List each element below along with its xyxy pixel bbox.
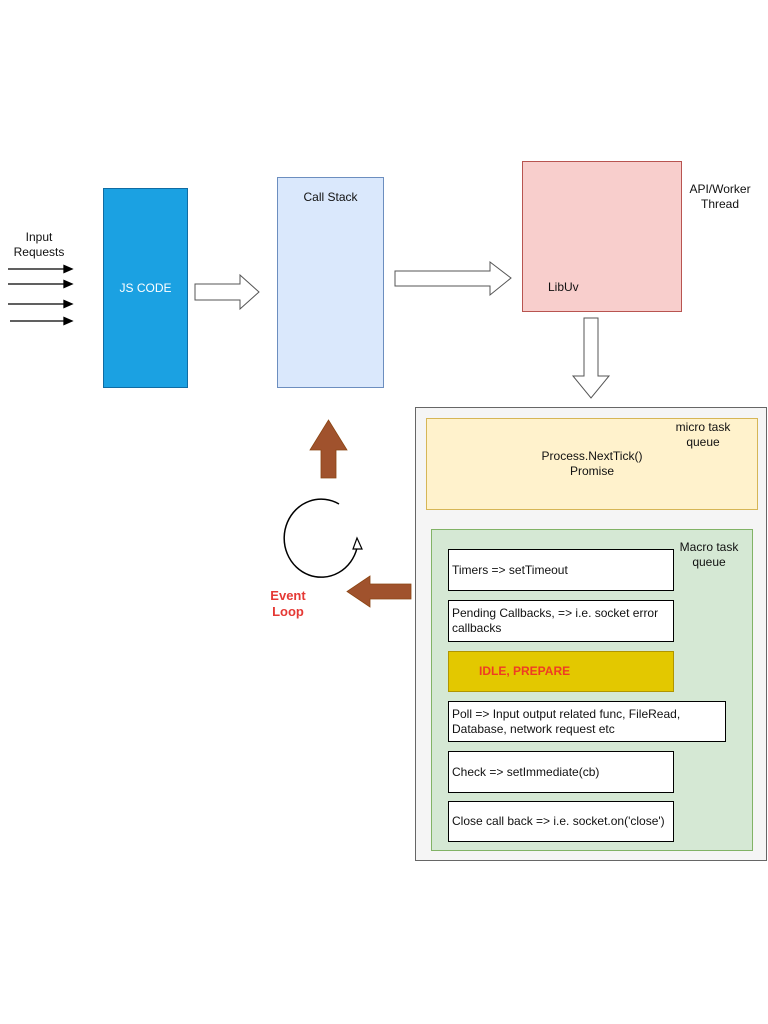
api-worker-thread-label: API/Worker Thread: [689, 182, 751, 211]
input-requests-label: Input Requests: [13, 230, 65, 259]
arrow-libuv-to-queues: [571, 317, 611, 399]
phase-timers: Timers => setTimeout: [448, 549, 674, 591]
micro-task-item: Process.NextTick(): [541, 449, 643, 463]
phase-label: Close call back => i.e. socket.on('close…: [452, 814, 665, 828]
input-request-arrows: [8, 264, 74, 326]
micro-task-queue-label: micro task queue: [675, 420, 731, 449]
phase-label: Pending Callbacks, => i.e. socket error …: [452, 606, 659, 635]
macro-task-queue-label: Macro task queue: [679, 540, 739, 569]
arrow-callstack-to-libuv: [394, 260, 512, 297]
arrow-js-to-callstack: [194, 273, 260, 311]
arrow-queues-to-eventloop: [346, 575, 412, 608]
js-code-block: JS CODE: [103, 188, 188, 388]
arrow-eventloop-to-callstack: [309, 419, 348, 479]
phase-poll: Poll => Input output related func, FileR…: [448, 701, 726, 742]
libuv-label: LibUv: [548, 280, 579, 294]
phase-check: Check => setImmediate(cb): [448, 751, 674, 793]
phase-label: Timers => setTimeout: [452, 562, 568, 577]
micro-task-queue: micro task queue Process.NextTick() Prom…: [426, 418, 758, 510]
phase-close-callbacks: Close call back => i.e. socket.on('close…: [448, 801, 674, 842]
macro-task-queue: Macro task queue Timers => setTimeout Pe…: [431, 529, 753, 851]
phase-label: Poll => Input output related func, FileR…: [452, 706, 681, 736]
phase-idle-prepare: IDLE, PREPARE: [448, 651, 674, 692]
call-stack-label: Call Stack: [303, 190, 358, 204]
libuv-block: LibUv: [522, 161, 682, 312]
phase-pending-callbacks: Pending Callbacks, => i.e. socket error …: [448, 600, 674, 642]
js-code-label: JS CODE: [119, 281, 172, 295]
micro-task-item: Promise: [569, 464, 614, 478]
call-stack-block: Call Stack: [277, 177, 384, 388]
phase-label: IDLE, PREPARE: [479, 664, 571, 678]
event-loop-label: Event Loop: [270, 588, 306, 619]
phase-label: Check => setImmediate(cb): [452, 764, 600, 779]
event-loop-cycle-icon: [283, 498, 358, 578]
event-loop-cycle-arrowhead: [352, 536, 363, 550]
micro-task-items: Process.NextTick() Promise: [427, 449, 757, 479]
